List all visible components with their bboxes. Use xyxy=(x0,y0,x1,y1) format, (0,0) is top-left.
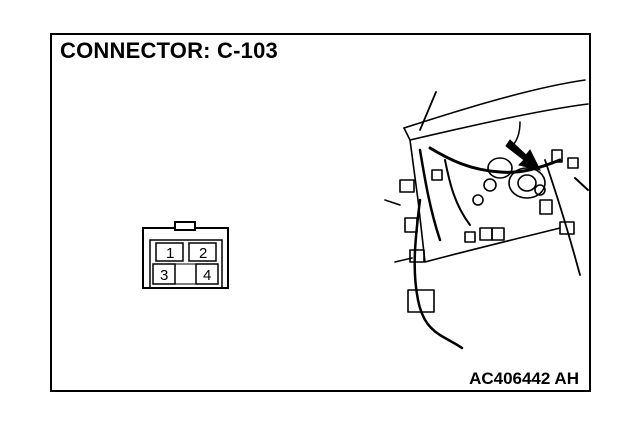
harness-connector-b xyxy=(404,217,418,233)
harness-branch-left xyxy=(418,148,442,242)
harness-connector-i xyxy=(567,157,579,169)
main-harness-bundle xyxy=(428,146,562,174)
connector-center-key xyxy=(174,263,197,285)
harness-branch-right xyxy=(544,159,581,276)
arrow-icon xyxy=(505,139,541,171)
harness-clip-c xyxy=(534,184,546,196)
wire-end-right xyxy=(574,177,589,191)
location-arrow xyxy=(505,139,541,171)
harness-clip-a xyxy=(483,178,497,192)
steering-column-hub xyxy=(517,174,537,192)
harness-connector-c xyxy=(409,249,425,263)
steering-column-ring xyxy=(508,167,546,199)
figure-id: AC406442 AH xyxy=(469,369,579,388)
pin-label-4: 4 xyxy=(203,267,211,284)
pin-cavity-1 xyxy=(155,242,184,262)
pin-label-2: 2 xyxy=(199,245,207,262)
gauge-opening xyxy=(487,157,513,179)
harness-wire-top xyxy=(419,91,437,131)
harness-connector-a xyxy=(399,179,415,193)
pin-label-1: 1 xyxy=(166,245,174,262)
harness-connector-d xyxy=(479,227,493,241)
wire-end-left-lower xyxy=(394,257,413,263)
connector-inner-outline xyxy=(149,239,223,288)
pin-cavity-2 xyxy=(188,242,217,262)
harness-connector-j xyxy=(539,199,553,215)
dashboard-harness-illustration xyxy=(384,79,589,350)
harness-branch-down xyxy=(413,198,464,350)
wire-end-left xyxy=(384,199,401,206)
harness-connector-l xyxy=(431,169,443,181)
dashboard-lip xyxy=(403,103,589,141)
harness-connector-h xyxy=(551,149,563,163)
harness-connector-k xyxy=(559,221,575,235)
harness-connector-e xyxy=(491,227,505,241)
diagram-frame xyxy=(50,33,591,392)
connector-face xyxy=(142,221,229,289)
harness-connector-f xyxy=(464,231,476,243)
harness-connector-g xyxy=(407,289,435,313)
connector-title: CONNECTOR: C-103 xyxy=(60,38,278,63)
harness-branch-mid xyxy=(444,159,471,226)
pin-label-3: 3 xyxy=(160,267,168,284)
dashboard-lower-panel xyxy=(409,139,561,263)
connector-lock-tab xyxy=(174,221,196,231)
harness-clip-b xyxy=(472,194,484,206)
